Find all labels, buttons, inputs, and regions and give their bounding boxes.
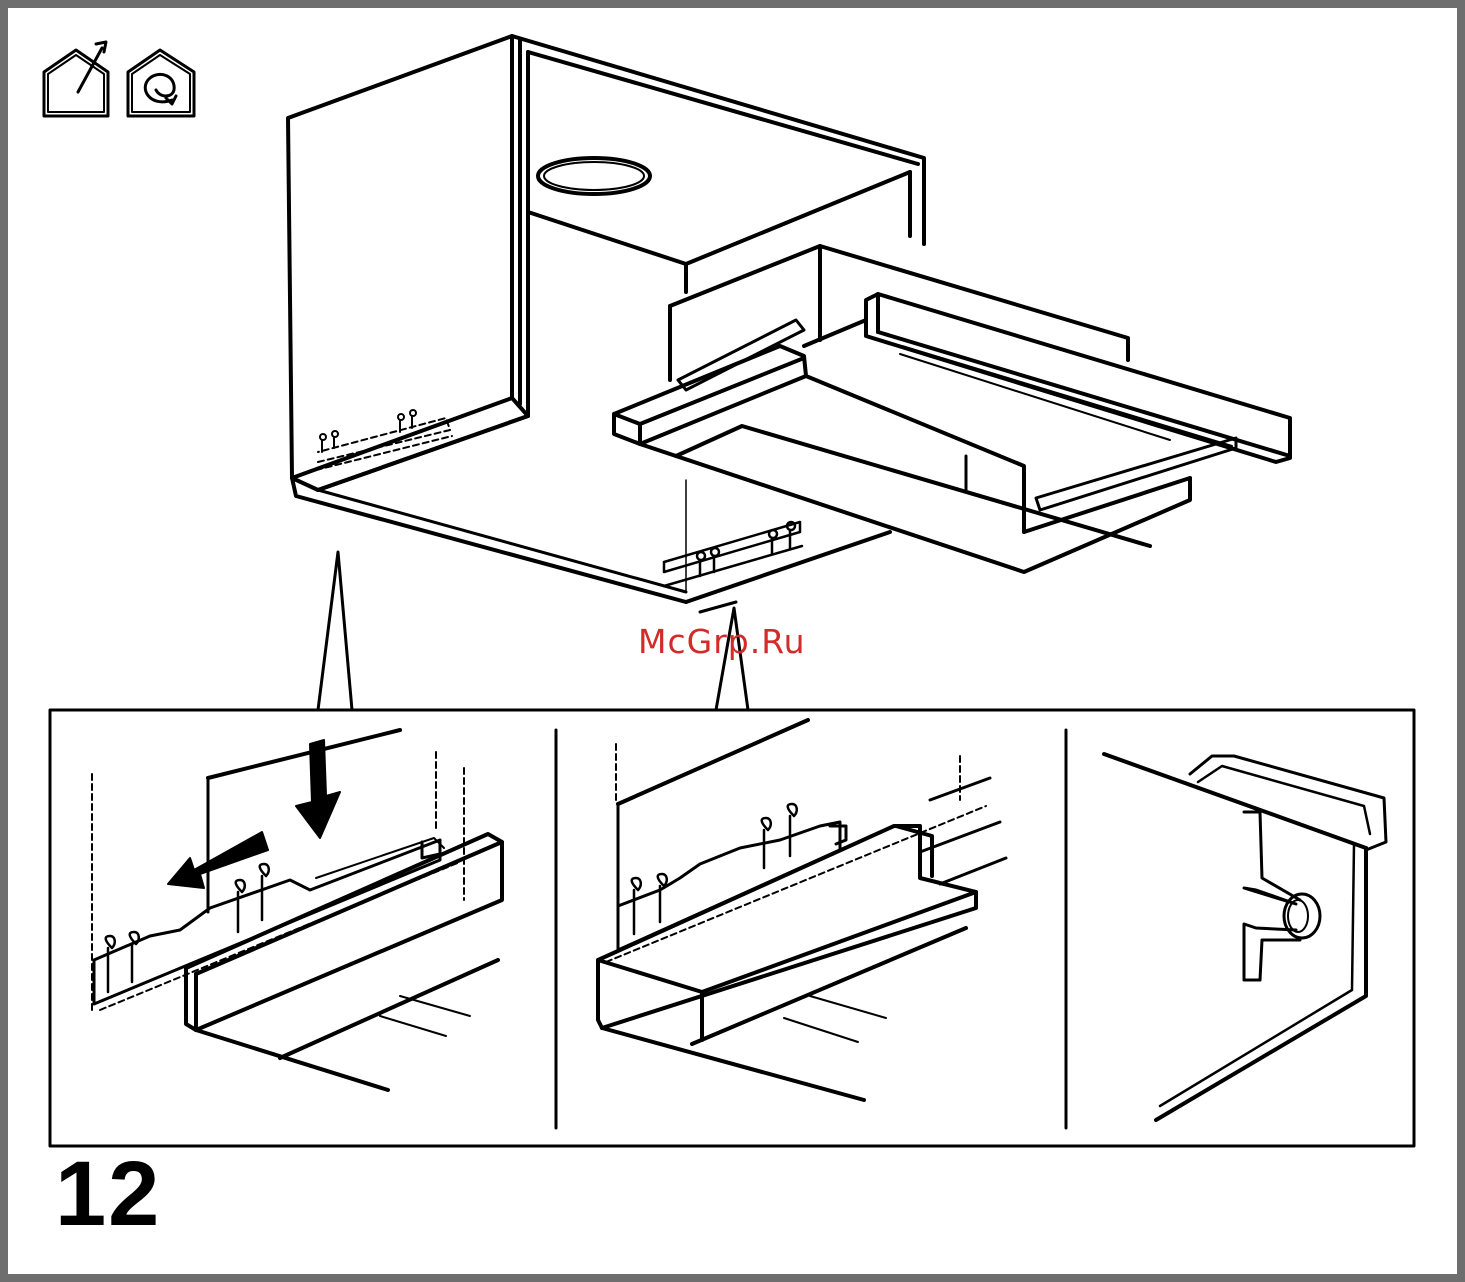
rear-bracket-detail xyxy=(92,730,502,1090)
watermark: McGrp.Ru xyxy=(638,622,806,661)
cooker-hood xyxy=(614,246,1290,572)
wall-cabinet xyxy=(288,36,924,612)
front-mounting-bracket xyxy=(664,522,802,586)
recirculation-house-icon xyxy=(128,50,194,116)
ducted-exhaust-house-icon xyxy=(44,42,108,116)
clip-detail xyxy=(1104,754,1386,1120)
front-bracket-detail xyxy=(598,720,1006,1100)
step-number: 12 xyxy=(55,1148,161,1240)
callout-pointer-left xyxy=(318,552,352,710)
